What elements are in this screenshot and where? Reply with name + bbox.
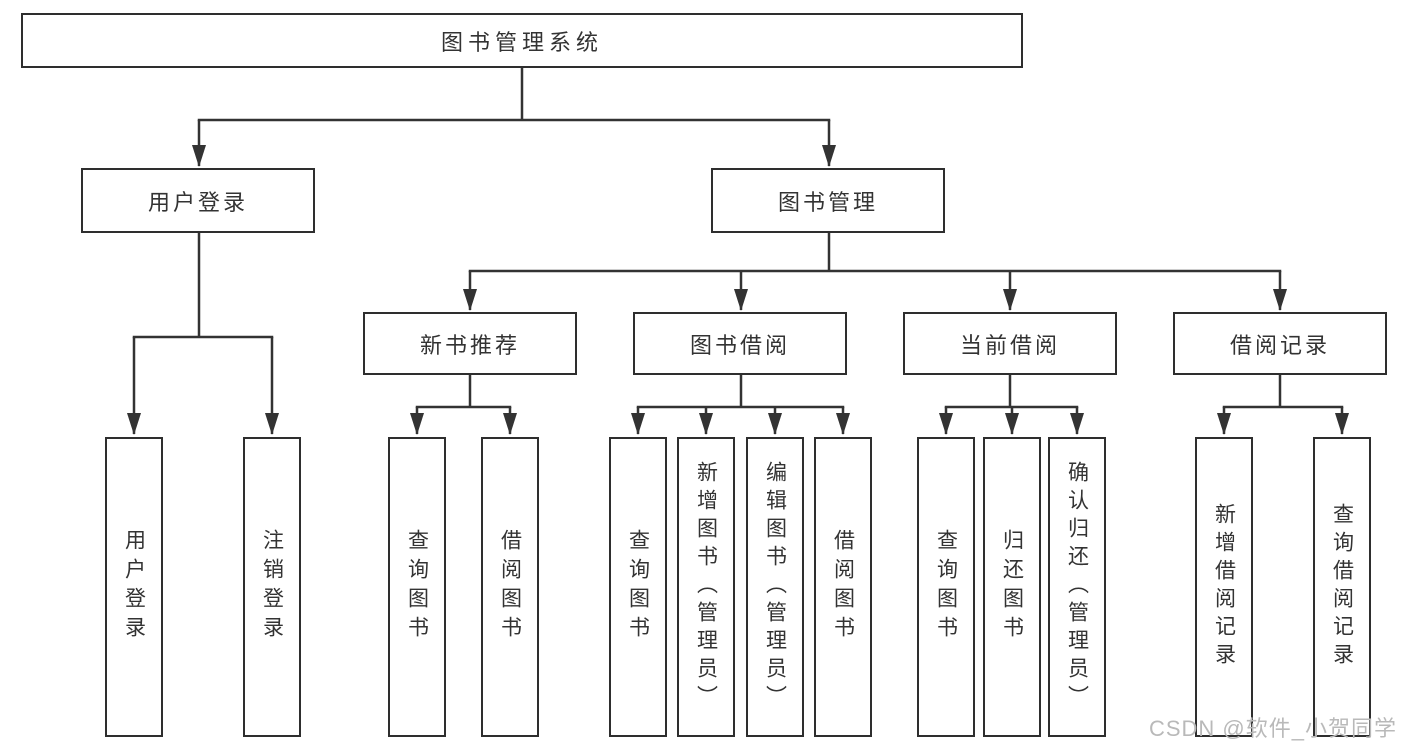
node-new-book-recommend: 新书推荐 (363, 312, 577, 375)
leaf-borrow-books-borrow: 借阅图书 (814, 437, 872, 737)
leaf-label: 归还图书 (1000, 529, 1024, 645)
leaf-add-borrow-record: 新增借阅记录 (1195, 437, 1253, 737)
spine-book-mgmt (468, 231, 1282, 273)
node-label: 借阅记录 (1229, 332, 1330, 358)
node-root-label: 图书管理系统 (440, 29, 603, 55)
arrows-level3 (463, 271, 1287, 311)
leaf-user-login: 用户登录 (105, 437, 163, 737)
leaf-label: 用户登录 (122, 529, 146, 645)
leaf-label: 查询图书 (934, 529, 958, 645)
leaf-label: 新增图书（管理员） (694, 461, 718, 713)
spine-records (1222, 373, 1344, 409)
node-user-login-branch: 用户登录 (81, 168, 315, 233)
node-book-borrow: 图书借阅 (633, 312, 847, 375)
node-label: 图书借阅 (689, 332, 790, 358)
spine-user-login (132, 231, 274, 339)
leaf-edit-book-admin: 编辑图书（管理员） (746, 437, 804, 737)
leaf-label: 新增借阅记录 (1212, 503, 1236, 671)
leaf-label: 查询借阅记录 (1330, 503, 1354, 671)
node-label: 图书管理 (777, 189, 878, 215)
node-label: 新书推荐 (419, 332, 520, 358)
leaf-query-books-recommend: 查询图书 (388, 437, 446, 737)
node-root: 图书管理系统 (21, 13, 1023, 68)
arrows-level2 (192, 120, 836, 167)
leaf-add-book-admin: 新增图书（管理员） (677, 437, 735, 737)
leaf-borrow-books-recommend: 借阅图书 (481, 437, 539, 737)
csdn-watermark: CSDN @软件_小贺同学 (1148, 716, 1397, 741)
leaf-label: 借阅图书 (831, 529, 855, 645)
node-current-borrow: 当前借阅 (903, 312, 1117, 375)
leaf-confirm-return-admin: 确认归还（管理员） (1048, 437, 1106, 737)
leaf-query-books-current: 查询图书 (917, 437, 975, 737)
leaf-query-books-borrow: 查询图书 (609, 437, 667, 737)
spine-recommend (415, 373, 512, 409)
leaf-label: 确认归还（管理员） (1065, 461, 1089, 713)
arrows-leaves (127, 337, 1349, 435)
leaf-return-books: 归还图书 (983, 437, 1041, 737)
leaf-label: 注销登录 (260, 529, 284, 645)
leaf-label: 编辑图书（管理员） (763, 461, 787, 713)
leaf-query-borrow-record: 查询借阅记录 (1313, 437, 1371, 737)
leaf-label: 查询图书 (626, 529, 650, 645)
spine-borrow (636, 373, 845, 409)
node-borrow-records: 借阅记录 (1173, 312, 1387, 375)
node-book-mgmt-branch: 图书管理 (711, 168, 945, 233)
node-label: 当前借阅 (959, 332, 1060, 358)
leaf-label: 查询图书 (405, 529, 429, 645)
leaf-label: 借阅图书 (498, 529, 522, 645)
leaf-logout: 注销登录 (243, 437, 301, 737)
node-label: 用户登录 (147, 189, 248, 215)
spine-root (197, 64, 831, 122)
spine-current (944, 373, 1079, 409)
